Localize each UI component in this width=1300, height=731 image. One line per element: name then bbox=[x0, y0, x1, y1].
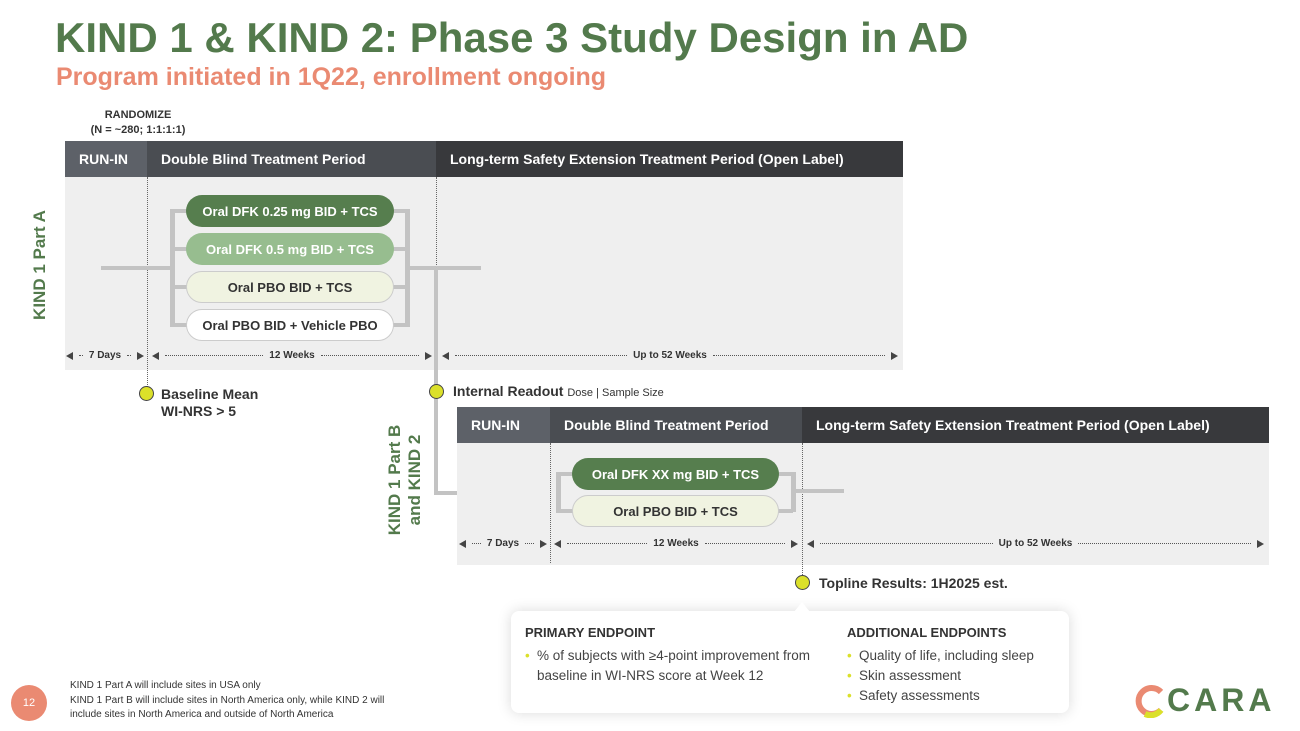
primary-endpoint-title: PRIMARY ENDPOINT bbox=[525, 625, 656, 640]
footnote: KIND 1 Part B will include sites in Nort… bbox=[70, 695, 385, 720]
study-b-header-extension: Long-term Safety Extension Treatment Per… bbox=[802, 407, 1269, 443]
connector bbox=[556, 509, 574, 513]
cara-logo-icon bbox=[1135, 684, 1164, 718]
study-b-label-line-1: KIND 1 Part B bbox=[385, 424, 404, 536]
connector bbox=[777, 472, 793, 476]
baseline-marker-icon bbox=[139, 386, 154, 401]
connector bbox=[392, 285, 408, 289]
arm-pill: Oral PBO BID + Vehicle PBO bbox=[186, 309, 394, 341]
duration-label: 7 Days bbox=[88, 350, 122, 361]
connector bbox=[170, 285, 188, 289]
duration-label: 12 Weeks bbox=[653, 538, 699, 549]
readout-marker-icon bbox=[429, 384, 444, 399]
cara-logo: CARA bbox=[1133, 682, 1275, 719]
page-title: KIND 1 & KIND 2: Phase 3 Study Design in… bbox=[55, 14, 969, 61]
baseline-line-1: Baseline Mean bbox=[161, 386, 259, 402]
connector bbox=[556, 472, 561, 512]
study-a-header-double-blind: Double Blind Treatment Period bbox=[147, 141, 436, 177]
divider-line bbox=[147, 177, 148, 387]
endpoint-item: Skin assessment bbox=[847, 666, 1057, 686]
connector bbox=[170, 209, 175, 327]
connector bbox=[791, 489, 844, 493]
arm-pill: Oral PBO BID + TCS bbox=[572, 495, 779, 527]
connector bbox=[170, 247, 188, 251]
study-b-label-line-2: and KIND 2 bbox=[405, 434, 424, 526]
duration-label: Up to 52 Weeks bbox=[633, 350, 707, 361]
connector bbox=[170, 323, 188, 327]
duration-label: 7 Days bbox=[486, 538, 520, 549]
connector bbox=[392, 247, 408, 251]
arm-pill: Oral PBO BID + TCS bbox=[186, 271, 394, 303]
readout-text: Internal Readout bbox=[453, 383, 564, 399]
additional-endpoints: ADDITIONAL ENDPOINTS Quality of life, in… bbox=[847, 625, 1057, 706]
duration-extension: Up to 52 Weeks bbox=[807, 538, 1265, 549]
topline-label: Topline Results: 1H2025 est. bbox=[819, 575, 1008, 591]
connector bbox=[405, 266, 481, 270]
randomize-detail: (N = ~280; 1:1:1:1) bbox=[90, 124, 186, 136]
endpoint-item: Safety assessments bbox=[847, 686, 1057, 706]
connector bbox=[392, 323, 408, 327]
additional-endpoints-title: ADDITIONAL ENDPOINTS bbox=[847, 625, 1007, 640]
connector bbox=[556, 472, 574, 476]
page-subtitle: Program initiated in 1Q22, enrollment on… bbox=[56, 63, 607, 91]
duration-label: Up to 52 Weeks bbox=[998, 538, 1073, 549]
randomize-label: RANDOMIZE (N = ~280; 1:1:1:1) bbox=[78, 108, 198, 138]
connector bbox=[434, 266, 438, 495]
study-a-label: KIND 1 Part A bbox=[30, 210, 49, 320]
divider-line bbox=[802, 443, 803, 575]
endpoints-box: PRIMARY ENDPOINT % of subjects with ≥4-p… bbox=[511, 602, 1069, 713]
duration-double-blind: 12 Weeks bbox=[152, 350, 432, 361]
baseline-line-2: WI-NRS > 5 bbox=[161, 403, 237, 419]
duration-runin: 7 Days bbox=[66, 350, 144, 361]
connector bbox=[101, 266, 173, 270]
connector bbox=[392, 209, 408, 213]
readout-label: Internal Readout Dose | Sample Size bbox=[453, 383, 664, 402]
study-b-header-double-blind: Double Blind Treatment Period bbox=[550, 407, 802, 443]
endpoint-item: % of subjects with ≥4-point improvement … bbox=[525, 646, 825, 686]
duration-extension: Up to 52 Weeks bbox=[442, 350, 899, 361]
topline-marker-icon bbox=[795, 575, 810, 590]
primary-endpoint: PRIMARY ENDPOINT % of subjects with ≥4-p… bbox=[525, 625, 825, 686]
connector bbox=[777, 509, 793, 513]
divider-line bbox=[550, 443, 551, 563]
study-b-header-runin: RUN-IN bbox=[457, 407, 550, 443]
footnote: KIND 1 Part A will include sites in USA … bbox=[70, 680, 261, 691]
readout-note: Dose | Sample Size bbox=[567, 387, 664, 399]
page-number-badge: 12 bbox=[11, 685, 47, 721]
duration-runin: 7 Days bbox=[459, 538, 547, 549]
study-a-header-extension: Long-term Safety Extension Treatment Per… bbox=[436, 141, 903, 177]
cara-logo-text: CARA bbox=[1167, 682, 1276, 718]
callout-pointer bbox=[794, 602, 810, 612]
page-number: 12 bbox=[22, 697, 36, 709]
endpoint-item: Quality of life, including sleep bbox=[847, 646, 1057, 666]
arm-pill: Oral DFK XX mg BID + TCS bbox=[572, 458, 779, 490]
study-a-header-runin: RUN-IN bbox=[65, 141, 147, 177]
duration-double-blind: 12 Weeks bbox=[554, 538, 798, 549]
connector bbox=[170, 209, 188, 213]
randomize-title: RANDOMIZE bbox=[104, 109, 172, 121]
duration-label: 12 Weeks bbox=[269, 350, 315, 361]
arm-pill: Oral DFK 0.5 mg BID + TCS bbox=[186, 233, 394, 265]
arm-pill: Oral DFK 0.25 mg BID + TCS bbox=[186, 195, 394, 227]
